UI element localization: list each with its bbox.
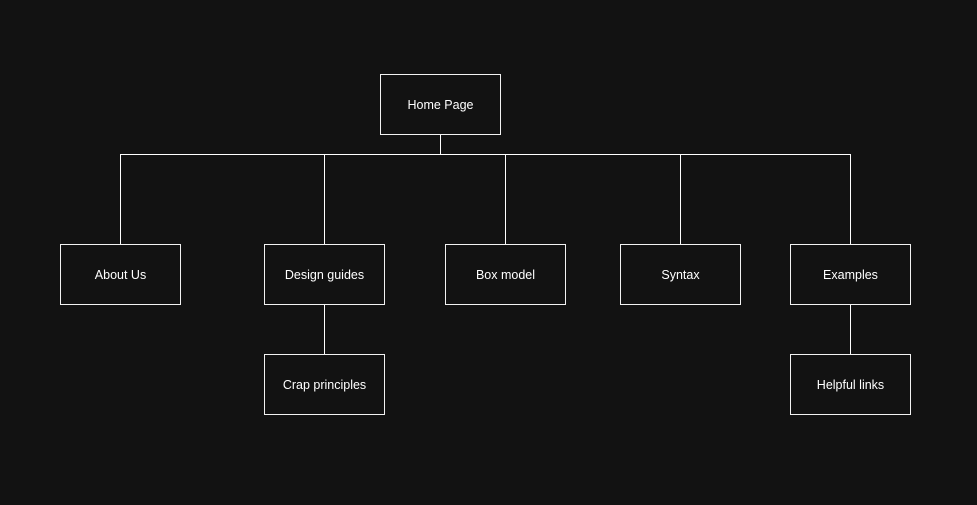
node-label: Syntax bbox=[661, 267, 700, 282]
node-label: Design guides bbox=[284, 267, 365, 282]
node-box-model[interactable]: Box model bbox=[445, 244, 566, 305]
node-label: About Us bbox=[94, 267, 147, 282]
node-about-us[interactable]: About Us bbox=[60, 244, 181, 305]
node-label: Box model bbox=[475, 267, 536, 282]
node-label: Home Page bbox=[407, 97, 474, 112]
node-design-guides[interactable]: Design guides bbox=[264, 244, 385, 305]
node-label: Helpful links bbox=[816, 377, 885, 392]
node-helpful-links[interactable]: Helpful links bbox=[790, 354, 911, 415]
node-home-page[interactable]: Home Page bbox=[380, 74, 501, 135]
node-crap-principles[interactable]: Crap principles bbox=[264, 354, 385, 415]
node-label: Examples bbox=[823, 267, 878, 282]
node-syntax[interactable]: Syntax bbox=[620, 244, 741, 305]
node-label: Crap principles bbox=[282, 377, 367, 392]
node-examples[interactable]: Examples bbox=[790, 244, 911, 305]
